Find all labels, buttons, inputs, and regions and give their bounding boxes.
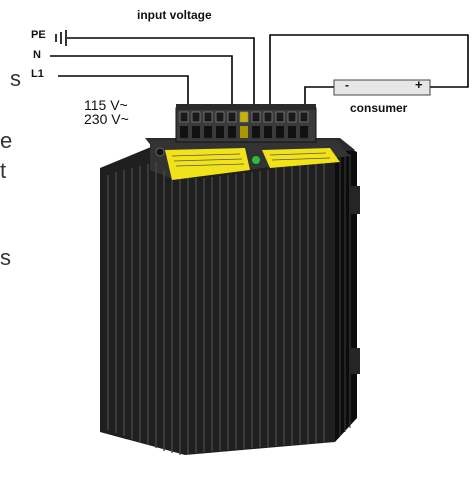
text-fragment: s [10, 66, 21, 91]
ground-symbol [55, 30, 67, 46]
wiring [50, 34, 469, 108]
consumer-minus-wire [304, 86, 334, 108]
terminal-block [175, 104, 317, 143]
minus-sign: - [345, 78, 349, 92]
status-led [252, 156, 260, 164]
plus-sign: + [415, 77, 423, 92]
voltage-115-label: 115 V~ [84, 97, 128, 113]
pe-wire [67, 37, 255, 108]
heatsink-side [335, 140, 357, 442]
label-stickers [155, 147, 340, 180]
consumer-box [333, 79, 431, 96]
pe-label: PE [31, 29, 46, 41]
consumer-label: consumer [350, 101, 408, 115]
n-label: N [33, 49, 41, 61]
consumer-plus-wire [269, 34, 469, 108]
heatsink-fins [107, 162, 325, 455]
text-fragment: s [0, 245, 11, 270]
power-supply-unit [100, 104, 360, 455]
l1-label: L1 [31, 68, 44, 80]
n-wire [50, 55, 233, 108]
mounting-tab-upper [350, 186, 360, 214]
mounting-tab-lower [350, 348, 360, 374]
text-fragment: e [0, 128, 13, 153]
voltage-230-label: 230 V~ [84, 111, 129, 127]
l1-wire [58, 75, 189, 108]
input-voltage-label: input voltage [137, 8, 212, 22]
text-fragment: t [0, 158, 7, 183]
